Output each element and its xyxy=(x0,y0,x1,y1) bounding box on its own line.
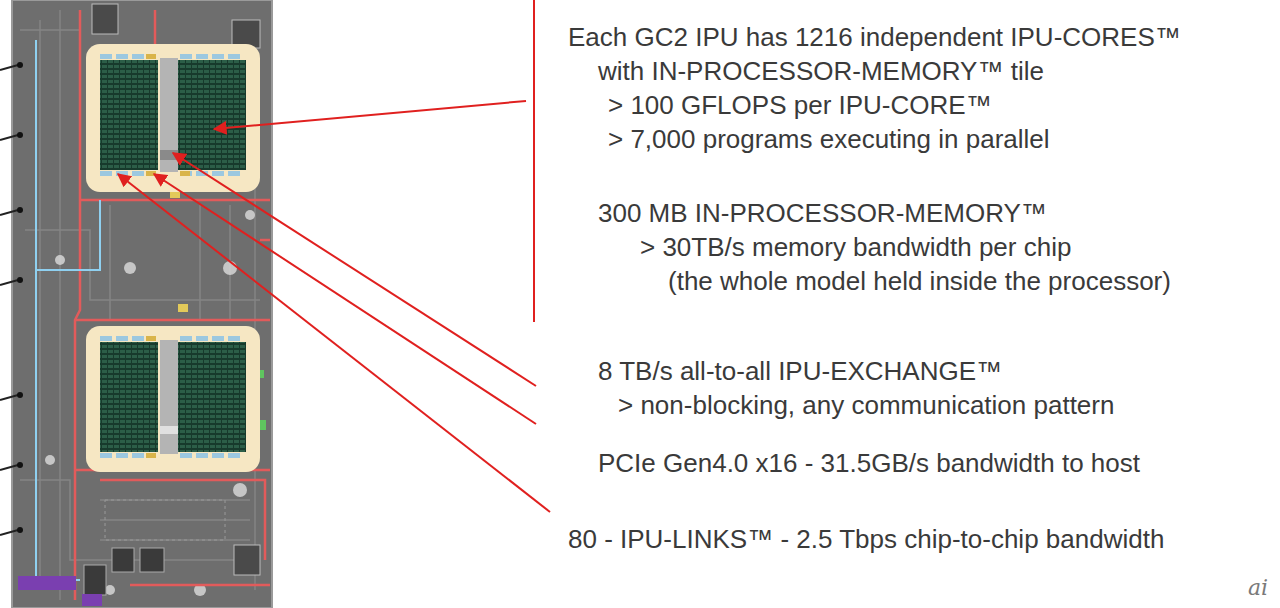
pcie-trace xyxy=(36,40,80,580)
spec-text: PCIe Gen4.0 x16 - 31.5GB/s bandwidth to … xyxy=(598,446,1140,481)
power-traces xyxy=(75,10,270,600)
ipu-chip xyxy=(86,44,260,192)
spec-text: > 7,000 programs executing in parallel xyxy=(608,122,1050,157)
spec-text: Each GC2 IPU has 1216 independent IPU-CO… xyxy=(568,20,1181,55)
spec-text: 300 MB IN-PROCESSOR-MEMORY™ xyxy=(598,196,1047,231)
watermark: ai xyxy=(1248,576,1268,600)
ipu-chip xyxy=(86,326,260,472)
pcb xyxy=(12,0,272,608)
spec-text: 80 - IPU-LINKS™ - 2.5 Tbps chip-to-chip … xyxy=(568,522,1168,557)
components xyxy=(18,4,266,606)
divider-line xyxy=(533,0,535,322)
pcb-traces xyxy=(20,10,260,600)
mounting-holes xyxy=(45,210,255,596)
leader-lines xyxy=(118,101,550,512)
spec-text: > 100 GFLOPS per IPU-CORE™ xyxy=(608,88,992,123)
spec-text: (the whole model held inside the process… xyxy=(668,264,1171,299)
spec-text: > non-blocking, any communication patter… xyxy=(618,388,1114,423)
edge-pins xyxy=(0,62,23,535)
spec-text: with IN-PROCESSOR-MEMORY™ tile xyxy=(598,54,1044,89)
spec-text: 8 TB/s all-to-all IPU-EXCHANGE™ xyxy=(598,354,1002,389)
spec-text: > 30TB/s memory bandwidth per chip xyxy=(640,230,1071,265)
